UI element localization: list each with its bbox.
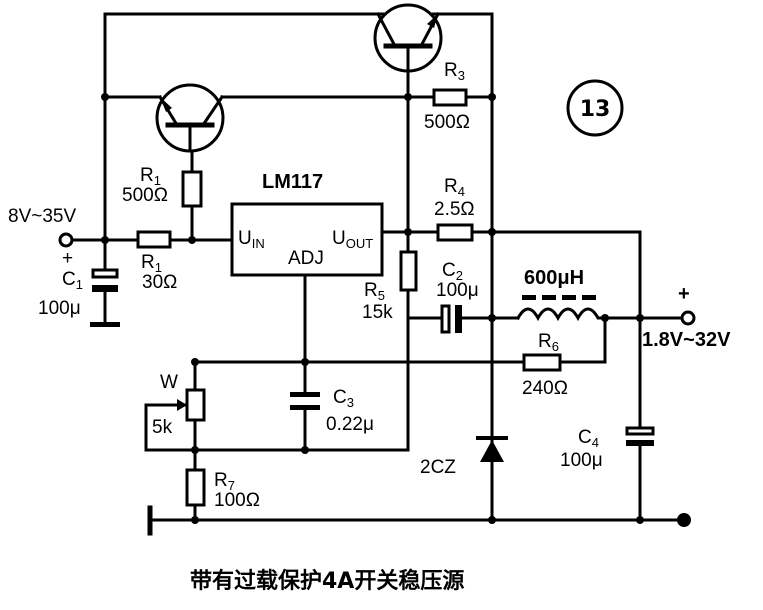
ic-pin-adj-label: ADJ [288, 248, 324, 269]
pot-name: W [160, 372, 178, 393]
r1-bottom-value: 30Ω [142, 272, 177, 293]
junction-dots [101, 93, 644, 524]
ic-pin-out-label: UOUT [332, 228, 373, 251]
r3-name: R3 [444, 60, 465, 83]
capacitor-c1 [90, 268, 120, 327]
caption: 带有过载保护4A开关稳压源 [190, 568, 464, 594]
c1-name: C1 [62, 269, 83, 292]
capacitor-c2 [440, 304, 462, 334]
wires [70, 12, 684, 522]
r1-bottom-name: R1 [141, 252, 162, 275]
output-plus-label: + [678, 283, 690, 305]
output-voltage-label: 1.8V~32V [642, 329, 731, 351]
resistor-r4 [436, 223, 474, 242]
c2-value: 100μ [436, 280, 479, 301]
input-terminal [58, 232, 74, 248]
inductor-value: 600μH [524, 267, 584, 289]
c3-name: C3 [333, 387, 354, 410]
input-plus-label: + [62, 248, 73, 269]
ic-name-label: LM117 [262, 171, 323, 193]
resistor-r3 [432, 88, 468, 107]
capacitor-c4 [625, 426, 655, 446]
r4-name: R4 [444, 176, 465, 199]
diode-2cz [476, 436, 508, 462]
resistor-r6 [522, 353, 562, 372]
capacitor-c3 [290, 392, 320, 410]
transistor-lower [155, 83, 225, 153]
resistor-r1-top [181, 170, 203, 208]
r7-value: 100Ω [214, 490, 260, 511]
ic-pin-in-label: UIN [238, 228, 265, 251]
r6-value: 240Ω [522, 378, 568, 399]
r1-top-name: R1 [140, 165, 161, 188]
ground-terminal [677, 513, 691, 527]
resistor-r7 [185, 468, 206, 507]
r1-top-value: 500Ω [122, 185, 168, 206]
lm117-ic [230, 202, 384, 277]
c4-name: C4 [578, 427, 599, 450]
r3-value: 500Ω [424, 112, 470, 133]
pot-value: 5k [152, 417, 173, 438]
c3-value: 0.22μ [326, 414, 374, 435]
transistor-upper [373, 3, 443, 73]
output-terminal [680, 310, 696, 326]
c2-name: C2 [442, 260, 463, 283]
c1-value: 100μ [38, 298, 81, 319]
r6-name: R6 [538, 331, 559, 354]
figure-number-circle [566, 79, 624, 137]
resistor-r1-bottom [136, 230, 172, 249]
input-voltage-label: 8V~35V [8, 206, 76, 227]
potentiometer-w [170, 388, 206, 422]
r7-name: R7 [214, 470, 235, 493]
diode-label: 2CZ [420, 457, 456, 478]
figure-number: 13 [580, 97, 611, 122]
c4-value: 100μ [560, 450, 603, 471]
resistor-r5 [399, 250, 418, 292]
r4-value: 2.5Ω [434, 199, 475, 220]
r5-value: 15k [362, 302, 393, 323]
inductor [515, 295, 607, 322]
r5-name: R5 [364, 280, 385, 303]
